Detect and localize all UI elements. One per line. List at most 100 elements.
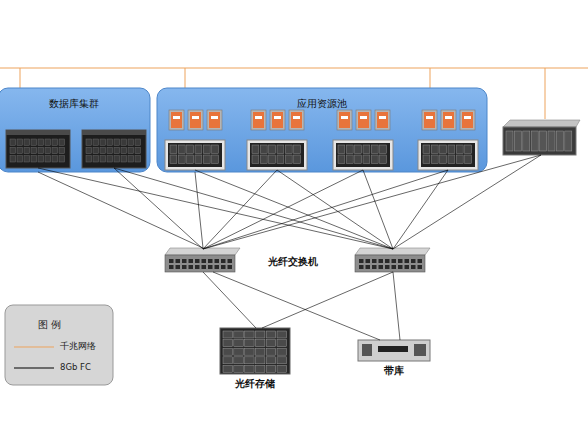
fc-wire xyxy=(38,168,393,249)
drive-bay xyxy=(285,155,292,164)
drive-bay xyxy=(31,156,37,162)
network-drop xyxy=(545,68,546,119)
drive-bay xyxy=(260,145,267,154)
drive-bay xyxy=(24,156,30,162)
vm-mark xyxy=(341,116,348,119)
drive-bay xyxy=(17,147,23,153)
drive-bay xyxy=(255,365,265,372)
vm-frame xyxy=(270,110,285,130)
drive-bay xyxy=(170,145,177,154)
fc-link xyxy=(203,272,256,328)
vm-mark xyxy=(192,116,199,119)
chassis-front xyxy=(503,127,576,155)
switch-port xyxy=(405,265,410,269)
switch-port xyxy=(195,265,200,269)
drive-bay xyxy=(24,147,30,153)
vm-body xyxy=(462,112,473,128)
drive-bay xyxy=(565,131,572,151)
drive-bay xyxy=(252,155,259,164)
drive-bay xyxy=(277,331,287,338)
fc-link xyxy=(213,272,380,340)
switch-port xyxy=(379,259,384,263)
server-front xyxy=(168,143,222,167)
switch-port xyxy=(228,265,233,269)
drive-bay xyxy=(514,131,521,151)
drive-bay xyxy=(255,348,265,355)
vm-frame xyxy=(441,110,456,130)
vm-frame xyxy=(289,110,304,130)
vm-mark xyxy=(445,116,452,119)
switch-port xyxy=(215,265,220,269)
switch-port xyxy=(182,265,187,269)
drive-bay xyxy=(17,139,23,145)
switch-port xyxy=(392,265,397,269)
drive-bay xyxy=(187,155,194,164)
drive-bay xyxy=(59,147,65,153)
switch-front xyxy=(165,255,235,272)
server-front xyxy=(250,143,304,167)
group-box: 应用资源池 xyxy=(157,88,487,172)
database-server xyxy=(6,130,70,168)
drive-bay xyxy=(245,331,255,338)
server-frame xyxy=(165,140,225,170)
vm-body xyxy=(443,112,454,128)
drive-bay xyxy=(371,155,378,164)
drive-bay xyxy=(380,145,387,154)
drive-bay xyxy=(346,155,353,164)
server-front xyxy=(421,143,475,167)
fc-wire xyxy=(393,272,400,340)
drive-bay xyxy=(178,145,185,154)
vm-body xyxy=(358,112,369,128)
fc-switch xyxy=(355,248,430,272)
vm-body xyxy=(339,112,350,128)
vm-frame xyxy=(207,110,222,130)
drive-bay xyxy=(523,131,530,151)
legend-panel xyxy=(5,305,113,385)
drive-bay xyxy=(203,145,210,154)
drive-bay xyxy=(448,155,455,164)
drive-bay xyxy=(338,145,345,154)
vm-icon xyxy=(207,110,222,130)
server-top xyxy=(6,130,70,135)
server-top xyxy=(82,130,146,135)
drive-bay xyxy=(114,156,120,162)
switch-port xyxy=(176,265,181,269)
drive-bay xyxy=(506,131,513,151)
vm-icon xyxy=(356,110,371,130)
drive-bay xyxy=(128,139,134,145)
switch-port xyxy=(221,259,226,263)
switch-port xyxy=(176,259,181,263)
switch-port xyxy=(189,259,194,263)
vm-mark xyxy=(360,116,367,119)
drive-bay xyxy=(38,156,44,162)
drive-bay xyxy=(223,348,233,355)
drive-bay xyxy=(178,155,185,164)
switch-port xyxy=(392,259,397,263)
vm-body xyxy=(171,112,182,128)
group-panel xyxy=(157,88,487,172)
drive-bay xyxy=(234,348,244,355)
drive-bay xyxy=(255,331,265,338)
vm-mark xyxy=(464,116,471,119)
drive-bay xyxy=(121,156,127,162)
drive-bay xyxy=(255,340,265,347)
app-server xyxy=(418,140,478,170)
drive-bay xyxy=(277,348,287,355)
vm-mark xyxy=(211,116,218,119)
tape-body xyxy=(358,340,430,361)
drive-bay xyxy=(212,155,219,164)
node-label: 光纤存储 xyxy=(235,377,275,391)
switch-port xyxy=(405,259,410,263)
switch-port xyxy=(202,265,207,269)
drive-bay xyxy=(121,147,127,153)
drive-bay xyxy=(548,131,555,151)
drive-bay xyxy=(86,147,92,153)
drive-bay xyxy=(456,155,463,164)
switch-front xyxy=(355,255,425,272)
drive-bay xyxy=(234,331,244,338)
drive-bay xyxy=(277,145,284,154)
drive-bay xyxy=(38,147,44,153)
